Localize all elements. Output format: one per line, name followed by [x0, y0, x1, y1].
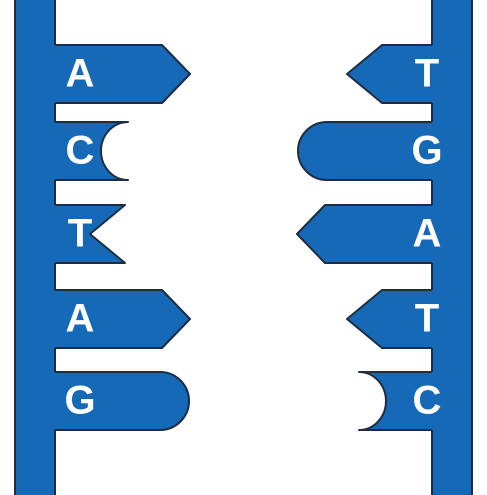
left-base-round-notch-tab — [55, 121, 129, 181]
left-backbone — [15, 0, 55, 495]
right-base-letter: G — [411, 129, 442, 173]
left-base-letter: G — [64, 379, 95, 423]
right-base-join — [430, 373, 434, 429]
left-base-join — [53, 373, 57, 429]
right-base-join — [430, 206, 434, 262]
left-base-letter: A — [66, 297, 95, 341]
right-base-arrow-tab — [296, 204, 432, 264]
right-base-letter: T — [415, 297, 439, 341]
right-base-round-notch-tab — [358, 371, 432, 431]
left-base-join — [53, 46, 57, 102]
right-base-letter: A — [413, 212, 442, 256]
right-base-join — [430, 46, 434, 102]
left-base-join — [53, 291, 57, 347]
right-base-letter: C — [413, 379, 442, 423]
right-base-v-notch-tab — [346, 289, 432, 349]
right-base-round-bump-tab — [297, 121, 432, 181]
left-base-arrow-tab — [55, 289, 191, 349]
left-base-letter: C — [66, 129, 95, 173]
left-base-letter: T — [68, 212, 92, 256]
right-base-v-notch-tab — [346, 44, 432, 104]
right-base-join — [430, 291, 434, 347]
left-base-arrow-tab — [55, 44, 191, 104]
left-base-v-notch-tab — [55, 204, 126, 264]
right-backbone — [432, 0, 472, 495]
left-base-join — [53, 206, 57, 262]
left-base-round-bump-tab — [55, 371, 190, 431]
left-base-join — [53, 123, 57, 179]
left-base-letter: A — [66, 52, 95, 96]
right-base-join — [430, 123, 434, 179]
right-base-letter: T — [415, 52, 439, 96]
